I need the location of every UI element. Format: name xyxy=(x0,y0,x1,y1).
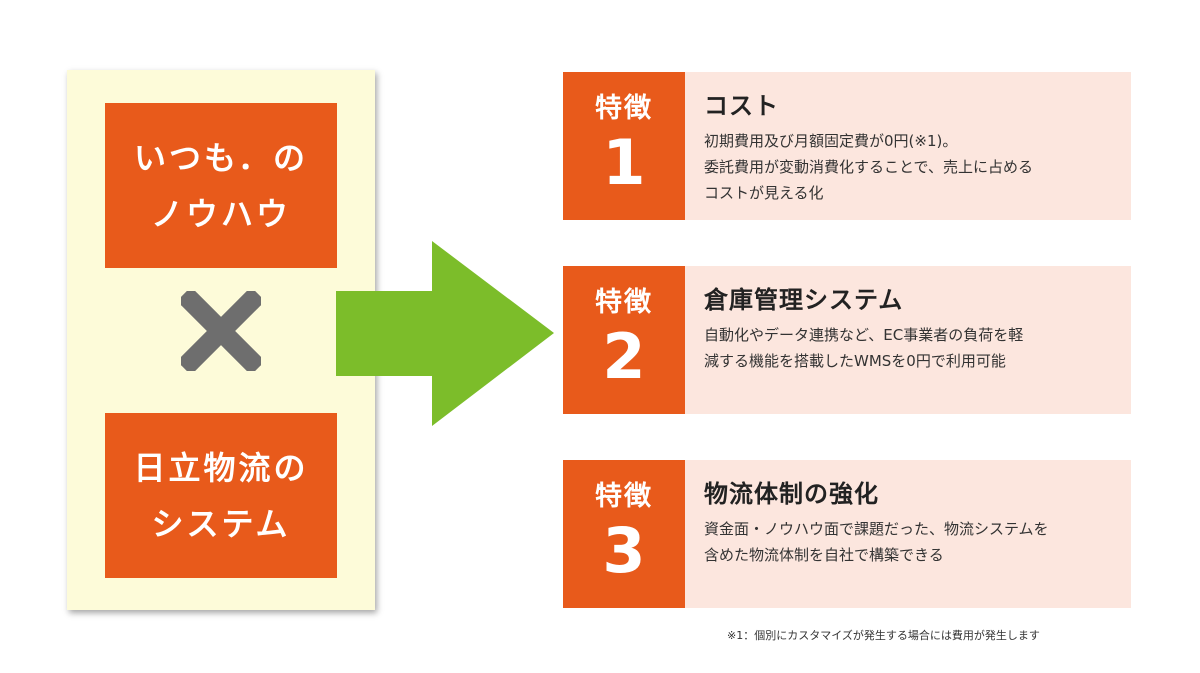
feature-2-title: 倉庫管理システム xyxy=(704,286,904,314)
feature-2-badge: 特徴 2 xyxy=(563,266,685,414)
itsumo-knowhow-box: いつも．の ノウハウ xyxy=(105,103,337,268)
feature-1-label: 特徴 xyxy=(595,93,653,124)
feature-3-description: 資金面・ノウハウ面で課題だった、物流システムを 含めた物流体制を自社で構築できる xyxy=(704,516,1049,568)
feature-3-label: 特徴 xyxy=(595,481,653,512)
hitachi-system-line-1: 日立物流の xyxy=(133,448,309,487)
feature-1-title: コスト xyxy=(704,92,779,120)
feature-1-description: 初期費用及び月額固定費が0円(※1)。 委託費用が変動消費化することで、売上に占… xyxy=(704,128,1033,206)
feature-1-desc-line: 初期費用及び月額固定費が0円(※1)。 xyxy=(704,132,958,150)
left-panel: いつも．の ノウハウ 日立物流の システム xyxy=(67,70,375,610)
feature-1-number: 1 xyxy=(602,126,646,199)
right-arrow-icon xyxy=(336,241,554,426)
feature-1-badge: 特徴 1 xyxy=(563,72,685,220)
itsumo-knowhow-line-1: いつも．の xyxy=(133,138,309,177)
hitachi-system-box: 日立物流の システム xyxy=(105,413,337,578)
feature-3-card: 特徴 3 物流体制の強化 資金面・ノウハウ面で課題だった、物流システムを 含めた… xyxy=(563,460,1131,608)
feature-3-desc-line: 含めた物流体制を自社で構築できる xyxy=(704,546,944,564)
feature-3-title: 物流体制の強化 xyxy=(704,480,879,508)
feature-2-desc-line: 自動化やデータ連携など、EC事業者の負荷を軽 xyxy=(704,326,1024,344)
feature-2-label: 特徴 xyxy=(595,287,653,318)
feature-1-desc-line: 委託費用が変動消費化することで、売上に占める xyxy=(704,158,1033,176)
feature-1-desc-line: コストが見える化 xyxy=(704,184,824,202)
hitachi-system-line-2: システム xyxy=(151,504,291,543)
feature-1-card: 特徴 1 コスト 初期費用及び月額固定費が0円(※1)。 委託費用が変動消費化す… xyxy=(563,72,1131,220)
itsumo-knowhow-line-2: ノウハウ xyxy=(150,194,291,233)
feature-3-number: 3 xyxy=(602,514,646,587)
feature-2-desc-line: 減する機能を搭載したWMSを0円で利用可能 xyxy=(704,352,1006,370)
feature-2-number: 2 xyxy=(602,320,646,393)
feature-2-description: 自動化やデータ連携など、EC事業者の負荷を軽 減する機能を搭載したWMSを0円で… xyxy=(704,322,1023,374)
feature-3-badge: 特徴 3 xyxy=(563,460,685,608)
cross-icon xyxy=(181,291,261,371)
footnote: ※1：個別にカスタマイズが発生する場合には費用が発生します xyxy=(727,629,1040,642)
feature-3-desc-line: 資金面・ノウハウ面で課題だった、物流システムを xyxy=(704,520,1049,538)
feature-2-card: 特徴 2 倉庫管理システム 自動化やデータ連携など、EC事業者の負荷を軽 減する… xyxy=(563,266,1131,414)
